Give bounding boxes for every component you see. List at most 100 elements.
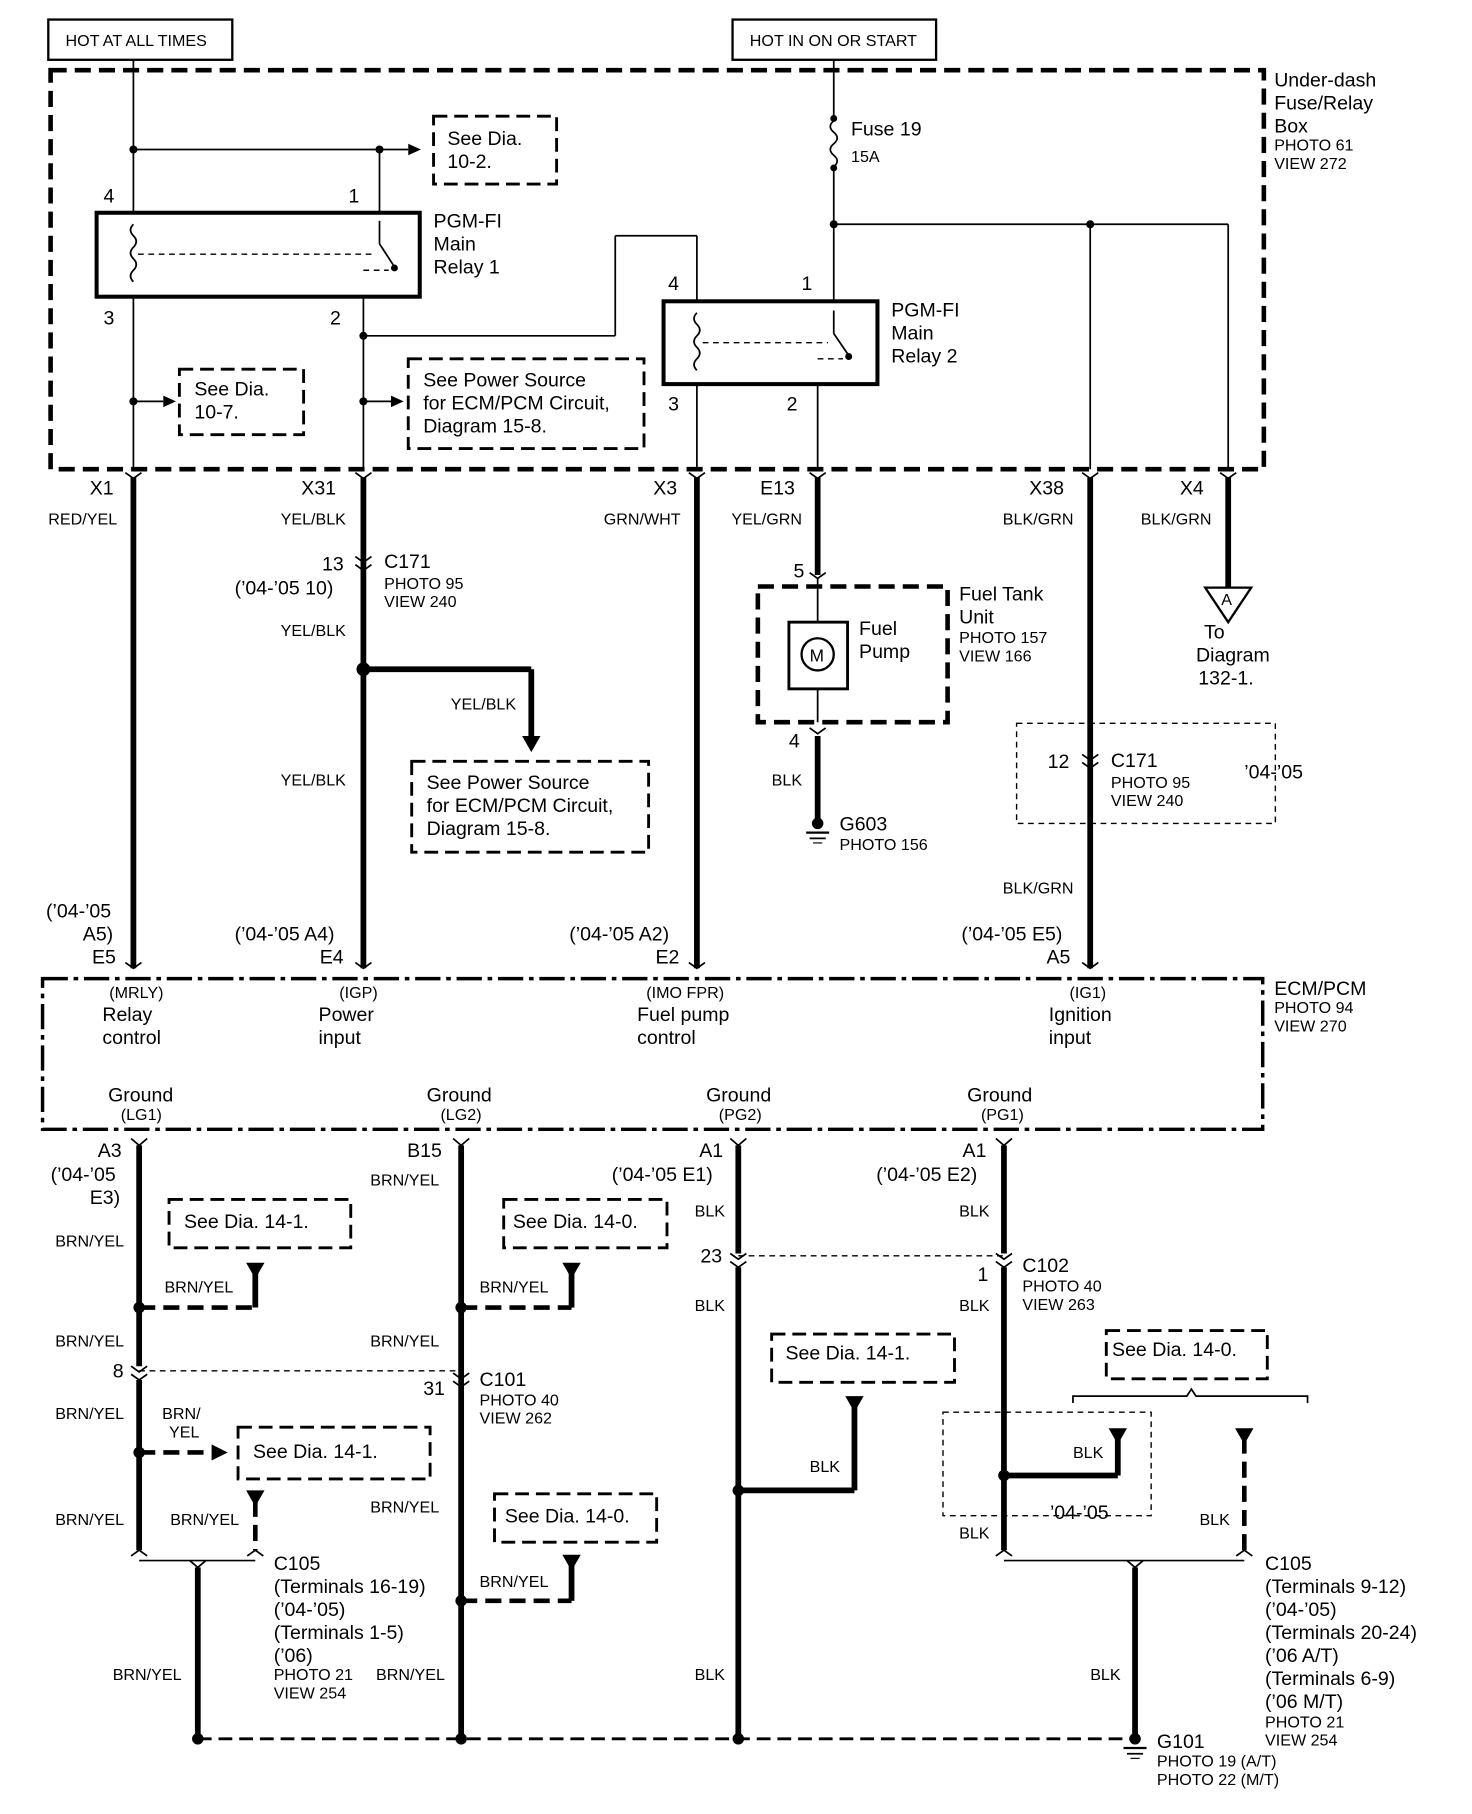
terminal-e13: E13 xyxy=(760,478,795,500)
ecm-pin: A1 xyxy=(699,1140,723,1162)
connector-c105-left: C105 (Terminals 16-19) (’04-’05) (Termin… xyxy=(274,1553,426,1703)
ecm-ground-code: (PG1) xyxy=(981,1106,1024,1124)
ref-dia-10-7: See Dia. 10-7. xyxy=(177,367,306,437)
ecm-signal-name: control xyxy=(637,1027,696,1049)
ecm-pin-year: (’04-’05 E1) xyxy=(612,1164,713,1186)
ecm-pin-year: (’04-’05 A4) xyxy=(235,924,335,946)
ecm-signal-name: Relay xyxy=(102,1004,152,1026)
wire-color: RED/YEL xyxy=(48,510,117,528)
ecm-ground-name: Ground xyxy=(967,1085,1032,1107)
wire-color: BLK xyxy=(695,1666,726,1684)
relay1-name: Relay 1 xyxy=(434,257,500,279)
ground-name: G101 xyxy=(1157,1731,1205,1753)
connector-photo: PHOTO 40 xyxy=(1022,1277,1101,1295)
wire-color: YEL/BLK xyxy=(281,510,347,528)
connector-pin: 31 xyxy=(423,1378,445,1400)
fuel-tank-unit: M 5 4 Fuel Pump Fuel Tank Unit PHOTO 157… xyxy=(755,560,1047,753)
relay1-pin-1: 1 xyxy=(348,185,359,207)
relay2-pin-1: 1 xyxy=(802,273,813,295)
ecm-pin: A3 xyxy=(98,1140,122,1162)
ref-text: See Dia. 14-1. xyxy=(184,1211,309,1233)
wire-color: BLK xyxy=(695,1203,726,1221)
ref-text: See Dia. 14-1. xyxy=(785,1342,910,1364)
wire-color: BLK xyxy=(1073,1444,1104,1462)
fuse-name: Fuse 19 xyxy=(851,119,922,141)
terminal-x38: X38 xyxy=(1029,478,1064,500)
wire-color: BLK/GRN xyxy=(1003,880,1074,898)
ecm-pin-year: (’04-’05 E5) xyxy=(961,924,1062,946)
ref-text: See Power Source xyxy=(427,772,590,794)
ecm-pin-year: E3) xyxy=(90,1187,120,1209)
pump-name: Pump xyxy=(859,641,910,663)
connector-photo: PHOTO 95 xyxy=(384,575,463,593)
pgm-fi-main-relay-1: 4 1 3 2 PGM-FI Main Relay 1 xyxy=(94,185,502,329)
connector-pin: 13 xyxy=(322,553,344,575)
wire-color: BRN/YEL xyxy=(480,1279,549,1297)
ref-dia-14-0-c: See Dia. 14-0. xyxy=(493,1492,659,1544)
relay2-name: Relay 2 xyxy=(891,345,957,367)
year-box-04-05: ’04-’05 xyxy=(942,1411,1152,1524)
fuel-tank-pin-5: 5 xyxy=(794,560,805,582)
wire-color: BLK xyxy=(959,1297,990,1315)
ground-wiring xyxy=(130,1137,1309,1759)
ecm-signal-code: (IG1) xyxy=(1070,984,1107,1002)
ecm-ground-code: (LG1) xyxy=(121,1106,162,1124)
ecm-pin-year: A5) xyxy=(83,924,113,946)
connector-c171-top: 13 C171 (’04-’05 10) PHOTO 95 VIEW 240 xyxy=(235,551,464,611)
source-hot-in-on-or-start: HOT IN ON OR START xyxy=(731,18,938,61)
connector-pin: 8 xyxy=(113,1361,124,1383)
ref-text: See Dia. 14-0. xyxy=(513,1211,638,1233)
ecm-pin: E2 xyxy=(656,947,680,969)
ecm-pin: A1 xyxy=(963,1140,987,1162)
wire-color: BLK xyxy=(959,1525,990,1543)
offpage-to-diagram-132-1: A To Diagram 132-1. xyxy=(1196,586,1270,689)
relay2-pin-4: 4 xyxy=(668,273,679,295)
connector-name: C101 xyxy=(480,1369,527,1391)
ecm-ground-code: (LG2) xyxy=(440,1106,481,1124)
ecm-lower-terminals: A3 (’04-’05 E3) B15 A1 (’04-’05 E1) A1 (… xyxy=(51,1140,987,1209)
terminal-x4: X4 xyxy=(1180,478,1204,500)
connector-desc: (’06) xyxy=(274,1645,313,1667)
ecm-signal-name: input xyxy=(1049,1027,1092,1049)
fuse-rating: 15A xyxy=(851,148,880,166)
connector-desc: (’06 A/T) xyxy=(1265,1645,1339,1667)
relay2-name: PGM-FI xyxy=(891,299,959,321)
fuse-box-view: VIEW 272 xyxy=(1274,155,1347,173)
wire-color: BLK xyxy=(1199,1511,1230,1529)
connector-desc: (Terminals 9-12) xyxy=(1265,1576,1406,1598)
ecm-signal-code: (MRLY) xyxy=(109,984,163,1002)
wire-color: YEL/BLK xyxy=(281,771,347,789)
relay1-name: PGM-FI xyxy=(434,211,502,233)
ground-g101: G101 PHOTO 19 (A/T) PHOTO 22 (M/T) xyxy=(1157,1731,1279,1789)
connector-year: (’04-’05 10) xyxy=(235,578,334,600)
wire-color: BLK/GRN xyxy=(1003,510,1074,528)
fuse-relay-box-label: Under-dash Fuse/Relay Box PHOTO 61 VIEW … xyxy=(1274,69,1376,173)
ecm-upper-terminals: (’04-’05 A5) E5 (’04-’05 A4) E4 (’04-’05… xyxy=(46,901,1099,970)
offpage-letter: A xyxy=(1221,591,1232,609)
relay1-name: Main xyxy=(434,234,476,256)
ecm-pin-year: (’04-’05 xyxy=(51,1164,116,1186)
offpage-text: Diagram xyxy=(1196,644,1270,666)
offpage-text: 132-1. xyxy=(1198,667,1253,689)
wire-color: BRN/YEL xyxy=(370,1498,439,1516)
ground-g603: G603 PHOTO 156 xyxy=(806,735,928,854)
connector-view: VIEW 240 xyxy=(1111,792,1184,810)
connector-photo: PHOTO 21 xyxy=(274,1666,353,1684)
source-label: HOT IN ON OR START xyxy=(750,32,917,50)
connector-name: C105 xyxy=(274,1553,321,1575)
relay1-pin-3: 3 xyxy=(104,307,115,329)
connector-c101: 8 31 C101 PHOTO 40 VIEW 262 xyxy=(113,1361,559,1428)
ref-text: Diagram 15-8. xyxy=(427,818,551,840)
wire-color: BRN/YEL xyxy=(164,1279,233,1297)
connector-desc: (Terminals 6-9) xyxy=(1265,1668,1395,1690)
ecm-pcm-label: ECM/PCM PHOTO 94 VIEW 270 xyxy=(1274,978,1366,1036)
box-terminals: X1 X31 X3 E13 X38 X4 xyxy=(90,478,1204,500)
ref-text: for ECM/PCM Circuit, xyxy=(423,392,610,414)
ref-text: Diagram 15-8. xyxy=(423,415,547,437)
fuse-box-title: Fuse/Relay xyxy=(1274,92,1373,114)
ref-dia-14-0-b: See Dia. 14-0. xyxy=(1104,1329,1269,1381)
ground-photo: PHOTO 19 (A/T) xyxy=(1157,1752,1277,1770)
connector-desc: (Terminals 20-24) xyxy=(1265,1622,1417,1644)
ecm-title: ECM/PCM xyxy=(1274,978,1366,1000)
fuel-tank-pin-4: 4 xyxy=(789,731,800,753)
